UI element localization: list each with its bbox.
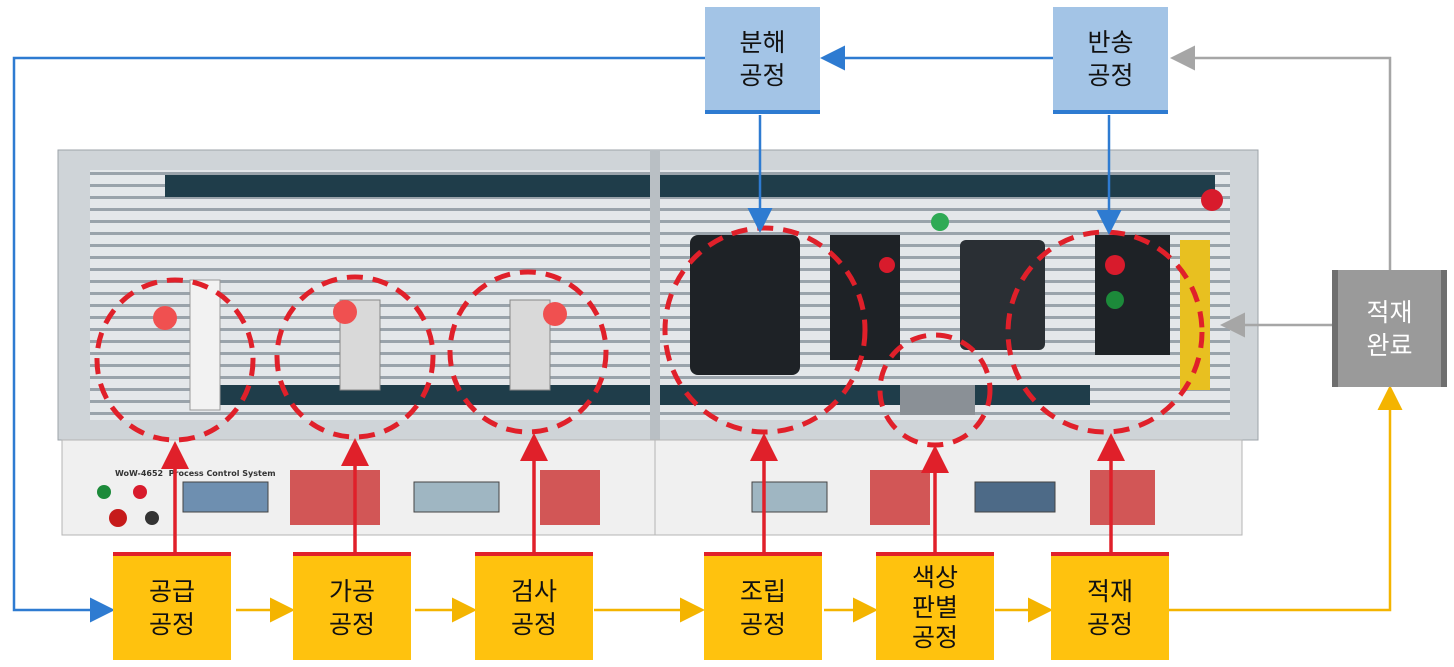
box-disassembly: 분해 공정 xyxy=(705,7,820,114)
box-disassembly-line2: 공정 xyxy=(739,60,786,90)
arrow-disassembly-to-supply xyxy=(12,56,705,623)
box-assembly-line2: 공정 xyxy=(739,610,786,639)
box-stack-done-line1: 적재 xyxy=(1366,297,1413,327)
yellow-flow-arrows xyxy=(236,385,1403,623)
box-stack-done: 적재 완료 xyxy=(1332,270,1447,387)
box-transfer: 반송 공정 xyxy=(1053,7,1168,114)
circle-supply xyxy=(94,277,256,443)
box-stacking-line1: 적재 xyxy=(1086,577,1133,606)
box-machining: 가공 공정 xyxy=(293,552,411,660)
box-stacking: 적재 공정 xyxy=(1051,552,1169,660)
box-transfer-line1: 반송 xyxy=(1087,27,1134,57)
box-inspection-line2: 공정 xyxy=(510,610,557,639)
box-inspection-line1: 검사 xyxy=(510,577,557,606)
box-color-sort-line2: 판별 xyxy=(911,593,958,622)
arrow-done-to-transfer xyxy=(1170,45,1392,270)
box-transfer-line2: 공정 xyxy=(1087,60,1134,90)
circle-inspection xyxy=(447,269,609,435)
box-supply-line1: 공급 xyxy=(148,577,195,606)
box-assembly-line1: 조립 xyxy=(739,577,786,606)
box-disassembly-line1: 분해 xyxy=(739,27,786,57)
box-machining-line1: 가공 xyxy=(328,577,375,606)
box-inspection: 검사 공정 xyxy=(475,552,593,660)
svg-text:WoW-4652 Process Control Syst: WoW-4652 Process Control System xyxy=(115,469,276,478)
gray-flow-arrows xyxy=(1170,45,1392,338)
box-stacking-line2: 공정 xyxy=(1086,610,1133,639)
box-assembly: 조립 공정 xyxy=(704,552,822,660)
box-color-sort: 색상 판별 공정 xyxy=(876,552,994,660)
blue-flow-arrows xyxy=(12,45,1122,623)
station-pointers xyxy=(161,433,1125,555)
machine-photo: WoW-4652 Process Control System xyxy=(57,149,1259,536)
box-color-sort-line1: 색상 xyxy=(911,563,958,592)
box-supply-line2: 공정 xyxy=(148,610,195,639)
box-color-sort-line3: 공정 xyxy=(911,623,958,652)
arrow-stacking-to-done xyxy=(1168,385,1403,612)
box-stack-done-line2: 완료 xyxy=(1366,330,1413,360)
box-machining-line2: 공정 xyxy=(328,610,375,639)
circle-stacking xyxy=(1005,229,1205,435)
box-supply: 공급 공정 xyxy=(113,552,231,660)
circle-machining xyxy=(274,274,436,440)
